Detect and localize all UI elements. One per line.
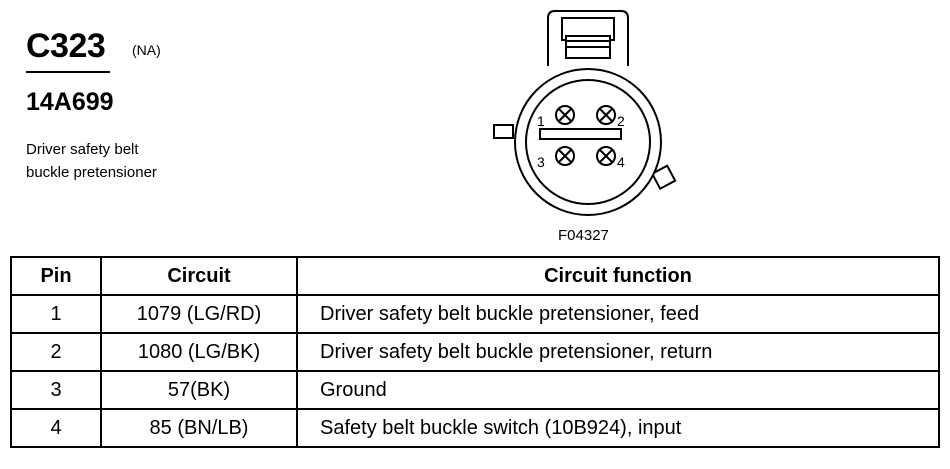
figure-code: F04327 bbox=[558, 227, 609, 244]
table-header-row: Pin Circuit Circuit function bbox=[10, 256, 940, 296]
connector-tab-right bbox=[650, 164, 677, 191]
table-row: 4 85 (BN/LB) Safety belt buckle switch (… bbox=[10, 408, 940, 448]
connector-outer-ring bbox=[514, 68, 662, 216]
cell-pin: 3 bbox=[10, 370, 102, 410]
connector-inner-ring bbox=[525, 79, 651, 205]
component-description: Driver safety belt buckle pretensioner bbox=[26, 138, 226, 184]
region-code: (NA) bbox=[132, 42, 161, 58]
connector-id-underline bbox=[26, 71, 110, 73]
cell-circuit: 1079 (LG/RD) bbox=[100, 294, 298, 334]
keying-bar bbox=[539, 128, 622, 140]
header-circuit: Circuit bbox=[100, 256, 298, 296]
header-function: Circuit function bbox=[296, 256, 940, 296]
cell-function: Driver safety belt buckle pretensioner, … bbox=[296, 332, 940, 372]
cell-function: Driver safety belt buckle pretensioner, … bbox=[296, 294, 940, 334]
pin-label-3: 4 bbox=[617, 154, 625, 170]
table-row: 2 1080 (LG/BK) Driver safety belt buckle… bbox=[10, 332, 940, 372]
table-row: 3 57(BK) Ground bbox=[10, 370, 940, 410]
cell-pin: 1 bbox=[10, 294, 102, 334]
pin-3-terminal bbox=[596, 146, 616, 166]
cell-circuit: 85 (BN/LB) bbox=[100, 408, 298, 448]
pin-4-terminal bbox=[555, 146, 575, 166]
cell-circuit: 1080 (LG/BK) bbox=[100, 332, 298, 372]
header-pin: Pin bbox=[10, 256, 102, 296]
description-line-2: buckle pretensioner bbox=[26, 164, 157, 181]
connector-tab-left bbox=[493, 124, 514, 139]
description-line-1: Driver safety belt bbox=[26, 141, 139, 158]
pin-2-terminal bbox=[555, 105, 575, 125]
connector-face-diagram: 2 1 4 3 bbox=[493, 10, 677, 216]
connector-latch bbox=[547, 10, 629, 66]
cell-circuit: 57(BK) bbox=[100, 370, 298, 410]
table-row: 1 1079 (LG/RD) Driver safety belt buckle… bbox=[10, 294, 940, 334]
cell-function: Safety belt buckle switch (10B924), inpu… bbox=[296, 408, 940, 448]
cell-pin: 4 bbox=[10, 408, 102, 448]
part-number: 14A699 bbox=[26, 88, 114, 116]
connector-id: C323 bbox=[26, 27, 106, 65]
cell-function: Ground bbox=[296, 370, 940, 410]
pin-label-4: 3 bbox=[537, 154, 545, 170]
pin-label-1: 2 bbox=[617, 113, 625, 129]
cell-pin: 2 bbox=[10, 332, 102, 372]
pin-label-2: 1 bbox=[537, 113, 545, 129]
pin-1-terminal bbox=[596, 105, 616, 125]
pinout-table: Pin Circuit Circuit function 1 1079 (LG/… bbox=[10, 256, 940, 448]
